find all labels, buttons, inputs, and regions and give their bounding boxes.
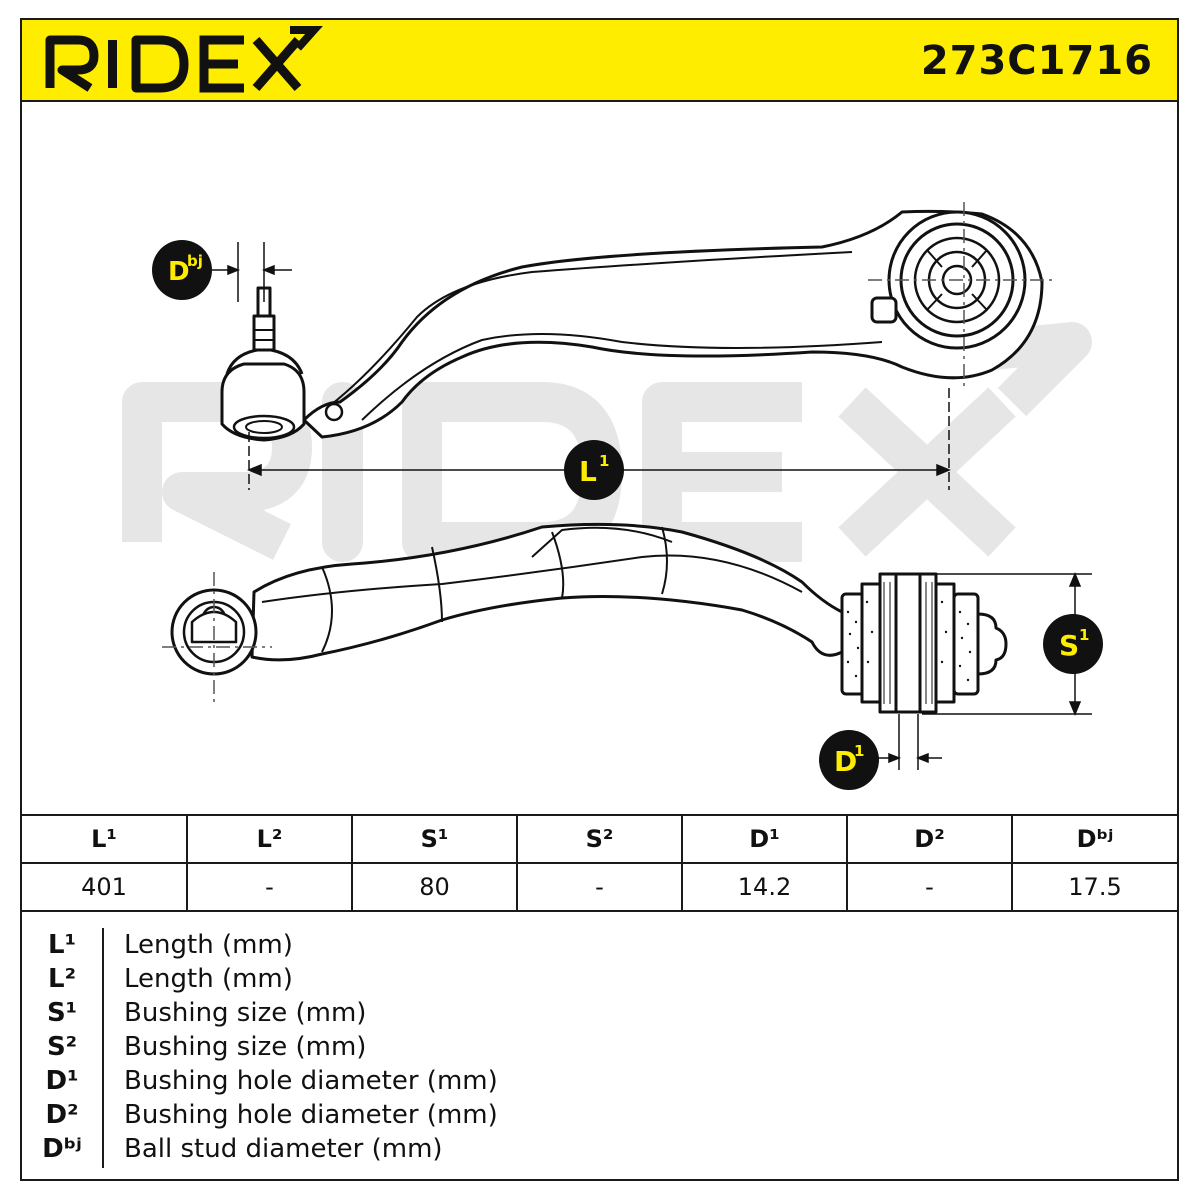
spec-table-header-row: L¹ L² S¹ S² D¹ D² Dᵇʲ — [22, 814, 1177, 864]
header-bar: 273C1716 — [22, 20, 1177, 102]
legend-item: L² Length (mm) — [22, 962, 1177, 996]
legend-description: Length (mm) — [124, 930, 293, 960]
legend-item: D¹ Bushing hole diameter (mm) — [22, 1064, 1177, 1098]
s1-label-sup: 1 — [1079, 626, 1089, 644]
legend-item: D² Bushing hole diameter (mm) — [22, 1098, 1177, 1132]
spec-header-l2: L² — [186, 814, 353, 864]
legend-description: Bushing size (mm) — [124, 1032, 367, 1062]
spec-table-value-row: 401 - 80 - 14.2 - 17.5 — [22, 862, 1177, 912]
spec-value-d1: 14.2 — [681, 862, 848, 912]
legend-symbol: Dᵇʲ — [42, 1134, 82, 1164]
spec-value-l2: - — [186, 862, 353, 912]
d1-badge: D 1 — [819, 730, 879, 790]
legend-divider — [102, 928, 104, 1168]
spec-value-dbj: 17.5 — [1011, 862, 1177, 912]
legend-description: Bushing hole diameter (mm) — [124, 1066, 498, 1096]
l1-badge: L 1 — [564, 440, 624, 500]
legend-symbol: D² — [45, 1100, 79, 1130]
ridex-logo-icon — [45, 26, 323, 93]
spec-header-s2: S² — [516, 814, 683, 864]
control-arm-side-view — [162, 522, 1008, 714]
d1-dimension — [878, 714, 942, 770]
legend-item: S² Bushing size (mm) — [22, 1030, 1177, 1064]
legend-symbol: D¹ — [45, 1066, 79, 1096]
spec-header-s1: S¹ — [351, 814, 518, 864]
legend-description: Length (mm) — [124, 964, 293, 994]
control-arm-top-view — [220, 202, 1052, 442]
spec-table: L¹ L² S¹ S² D¹ D² Dᵇʲ 401 - 80 - 14.2 - … — [22, 814, 1177, 912]
legend: L¹ Length (mm) L² Length (mm) S¹ Bushing… — [22, 916, 1177, 1178]
legend-item: S¹ Bushing size (mm) — [22, 996, 1177, 1030]
l1-label: L — [579, 455, 597, 488]
spec-header-dbj: Dᵇʲ — [1011, 814, 1177, 864]
legend-symbol: S¹ — [46, 998, 78, 1028]
l1-label-sup: 1 — [599, 452, 609, 470]
dbj-label-sup: bj — [187, 252, 203, 270]
spec-header-d1: D¹ — [681, 814, 848, 864]
legend-description: Bushing hole diameter (mm) — [124, 1100, 498, 1130]
dbj-badge: D bj — [152, 240, 212, 300]
spec-value-l1: 401 — [22, 862, 188, 912]
dbj-dimension — [212, 242, 292, 302]
spec-value-s1: 80 — [351, 862, 518, 912]
part-number: 273C1716 — [920, 38, 1153, 84]
d1-label-sup: 1 — [854, 742, 864, 760]
legend-item: L¹ Length (mm) — [22, 928, 1177, 962]
s1-badge: S 1 — [1043, 614, 1103, 674]
spec-sheet-frame: 273C1716 — [20, 18, 1179, 1181]
dbj-label: D — [168, 257, 190, 287]
legend-item: Dᵇʲ Ball stud diameter (mm) — [22, 1132, 1177, 1166]
d1-label: D — [834, 745, 857, 778]
legend-symbol: L² — [48, 964, 76, 994]
technical-drawing: D bj L 1 — [122, 202, 1103, 790]
spec-header-l1: L¹ — [22, 814, 188, 864]
spec-value-s2: - — [516, 862, 683, 912]
spec-header-d2: D² — [846, 814, 1013, 864]
spec-value-d2: - — [846, 862, 1013, 912]
legend-description: Ball stud diameter (mm) — [124, 1134, 443, 1164]
legend-symbol: L¹ — [48, 930, 76, 960]
legend-description: Bushing size (mm) — [124, 998, 367, 1028]
legend-symbol: S² — [46, 1032, 78, 1062]
s1-label: S — [1059, 629, 1079, 662]
